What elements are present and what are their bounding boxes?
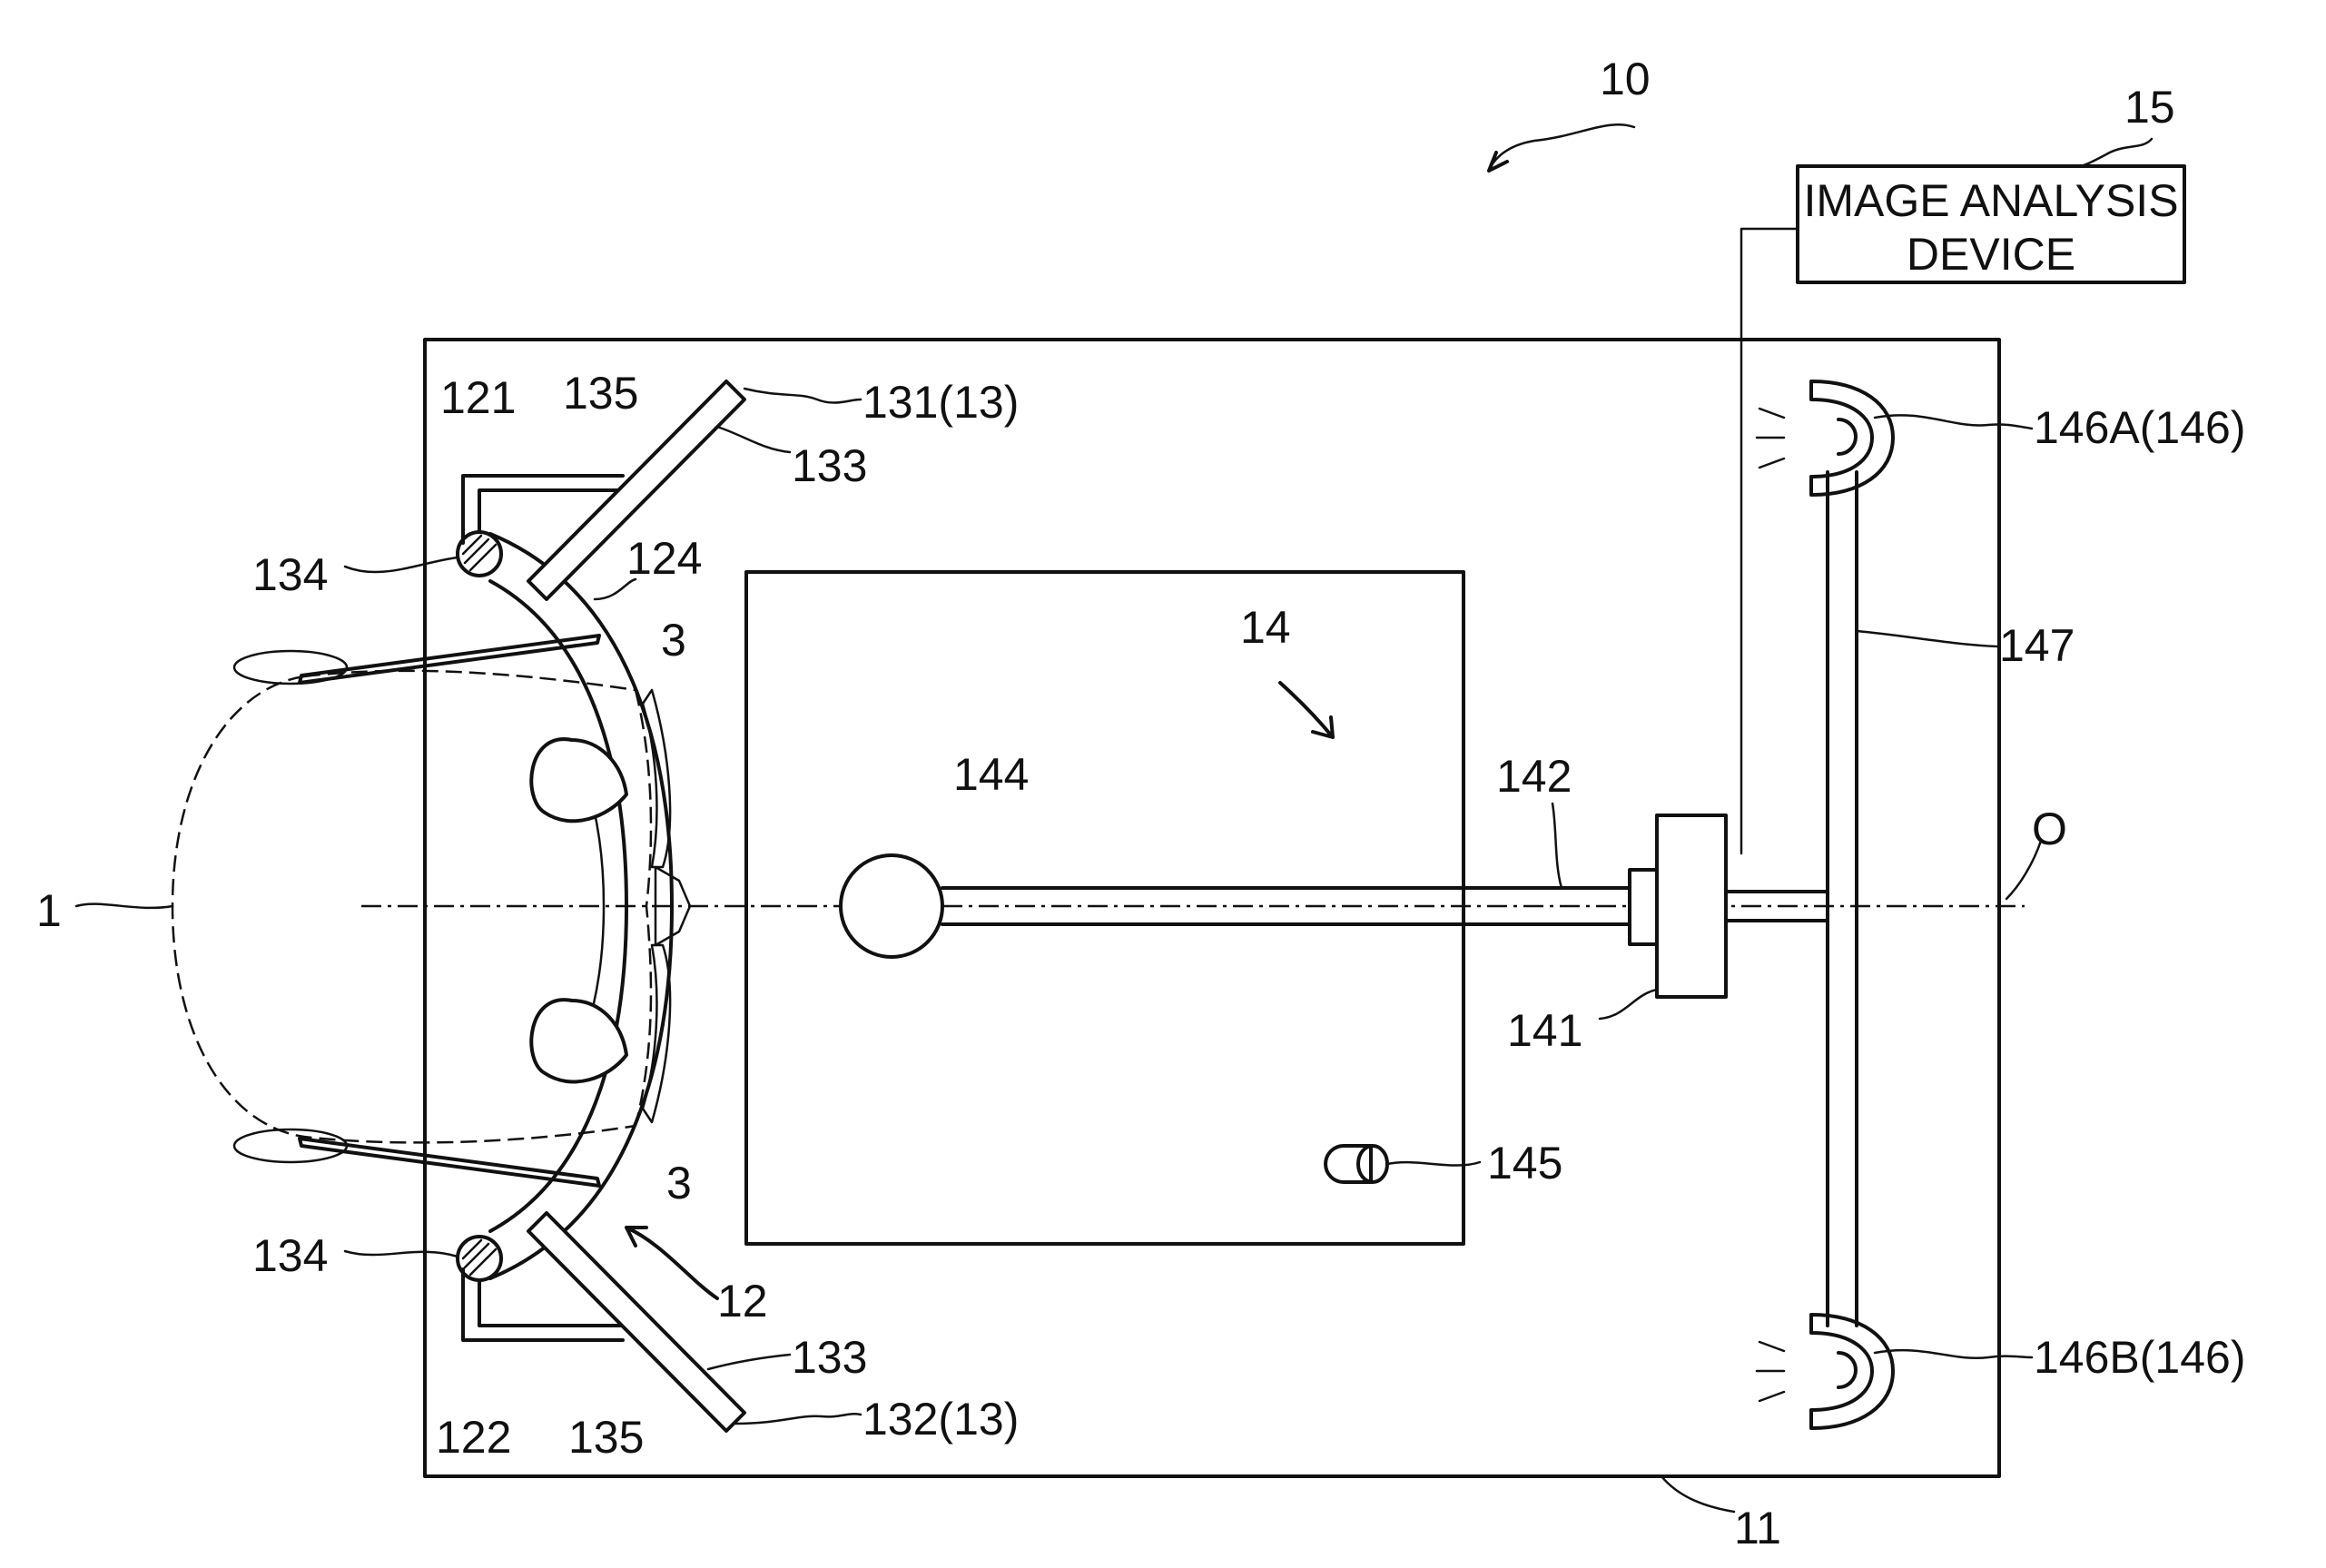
- leader-142: [1552, 804, 1562, 888]
- leader-145: [1387, 1162, 1480, 1166]
- leader-146B: [1875, 1350, 2032, 1358]
- label-122: 122: [436, 1412, 511, 1463]
- label-131: 131(13): [862, 377, 1019, 428]
- label-135-top: 135: [563, 368, 638, 419]
- arrow-12: [626, 1228, 717, 1298]
- label-3-top: 3: [661, 615, 686, 666]
- holder-roller-top-hatch2: [470, 545, 496, 570]
- label-144: 144: [953, 749, 1029, 800]
- lens-top: [643, 690, 670, 867]
- label-1: 1: [36, 885, 62, 936]
- leader-15: [2079, 139, 2152, 166]
- label-134-top: 134: [252, 549, 328, 600]
- label-10: 10: [1600, 54, 1651, 104]
- label-146A: 146A(146): [2034, 402, 2246, 453]
- leader-134-bottom: [345, 1251, 458, 1257]
- label-146B: 146B(146): [2034, 1332, 2246, 1383]
- label-121: 121: [440, 372, 516, 423]
- lamp-146B-reflector: [1811, 1315, 1893, 1428]
- ball-144: [841, 855, 942, 957]
- leader-134-top: [345, 557, 458, 572]
- lens-bottom: [643, 945, 670, 1122]
- camera-adapter: [1630, 870, 1657, 944]
- lamp-146A-bulb: [1838, 419, 1856, 454]
- leader-10: [1489, 124, 1634, 171]
- label-141: 141: [1507, 1005, 1582, 1056]
- label-132: 132(13): [862, 1394, 1019, 1445]
- subject-face-contour: [636, 690, 651, 1126]
- leader-146A: [1875, 415, 2032, 429]
- label-124: 124: [626, 533, 702, 584]
- device-label-line1: IMAGE ANALYSIS: [1803, 175, 2178, 226]
- device-label-line2: DEVICE: [1907, 229, 2075, 280]
- label-15: 15: [2124, 82, 2175, 133]
- label-135-bottom: 135: [568, 1412, 644, 1463]
- lamp-146B-ray3: [1759, 1392, 1784, 1401]
- nose-pad-top: [531, 739, 626, 821]
- label-142: 142: [1496, 751, 1572, 802]
- housing-frame: [425, 340, 1999, 1476]
- leader-141: [1600, 990, 1657, 1019]
- lamp-146A-ray1: [1759, 409, 1784, 418]
- leader-147: [1857, 631, 1997, 646]
- device-cable: [1741, 229, 1798, 853]
- camera-shaft: [1726, 892, 1828, 921]
- arrow-14: [1280, 683, 1333, 737]
- label-147: 147: [1999, 620, 2075, 671]
- leader-131: [744, 389, 861, 403]
- holder-roller-bottom-hatch1: [465, 1244, 488, 1267]
- label-12: 12: [717, 1276, 768, 1326]
- label-133-top: 133: [792, 440, 867, 491]
- label-134-bottom: 134: [252, 1230, 328, 1281]
- leader-133-top: [717, 427, 790, 452]
- arrow-10: [1489, 153, 1507, 171]
- label-145: 145: [1487, 1138, 1562, 1188]
- label-O: O: [2032, 804, 2067, 854]
- label-11: 11: [1734, 1503, 1781, 1553]
- label-14: 14: [1240, 602, 1291, 653]
- lamp-146A-reflector: [1811, 381, 1893, 495]
- label-3-bottom: 3: [666, 1158, 692, 1208]
- nose-pad-bottom: [531, 1000, 626, 1081]
- lamp-146A-ray3: [1759, 459, 1784, 468]
- rail-147: [1828, 472, 1857, 1326]
- camera-141: [1657, 815, 1726, 997]
- leader-132: [735, 1414, 861, 1424]
- leader-11: [1661, 1476, 1734, 1512]
- temple-tip-bottom: [234, 1129, 347, 1162]
- leader-1: [76, 904, 172, 908]
- label-133-bottom: 133: [792, 1332, 867, 1383]
- lamp-146B-bulb: [1838, 1353, 1856, 1387]
- leader-133-bottom: [708, 1355, 790, 1369]
- lamp-146B-ray1: [1759, 1342, 1784, 1351]
- holder-roller-bottom-hatch2: [470, 1249, 496, 1275]
- temple-arm-top: [300, 636, 599, 683]
- holder-roller-top-hatch1: [465, 539, 488, 563]
